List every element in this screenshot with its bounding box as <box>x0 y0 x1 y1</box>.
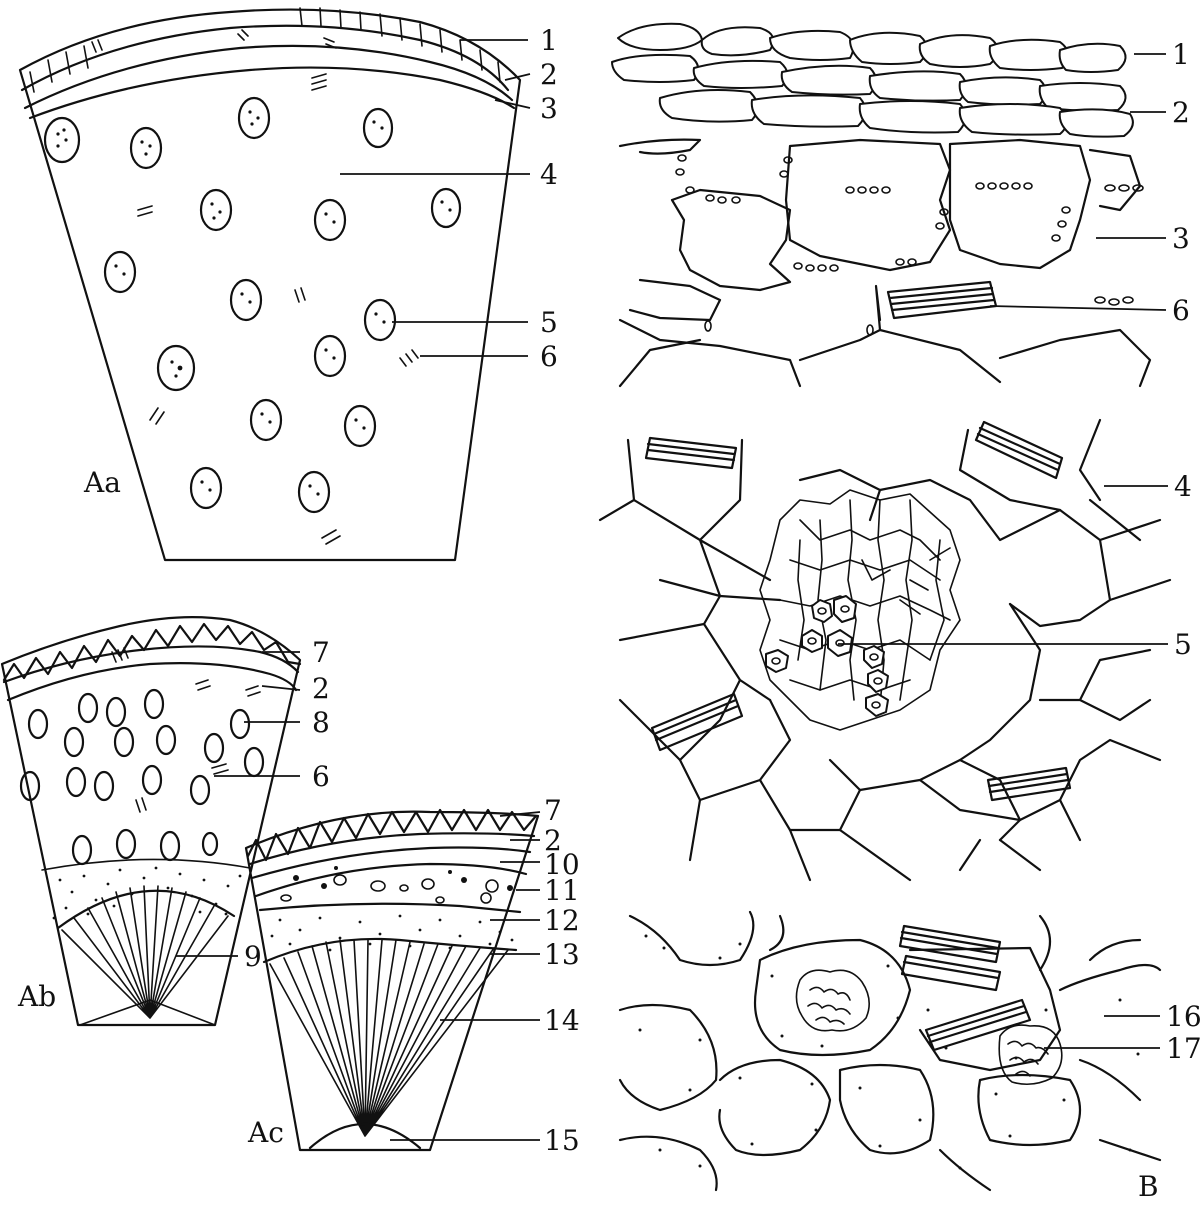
ab-leaders <box>176 651 301 957</box>
ab-cork-inner <box>2 645 300 684</box>
ac-callout-12: 12 <box>544 904 580 937</box>
aa-callout-6: 6 <box>540 340 558 373</box>
ac-cells-11 <box>280 866 513 904</box>
ab-callouts: 7 2 8 6 9 <box>244 636 330 973</box>
panel-ac: 7 2 10 11 12 13 14 15 Ac <box>244 794 580 1157</box>
ab-callout-9: 9 <box>244 940 262 973</box>
aa-crystal-marks <box>91 29 419 545</box>
ac-cork-zigzag <box>246 808 538 862</box>
ab-panel-label: Ab <box>17 980 56 1013</box>
ac-callout-7: 7 <box>544 794 562 827</box>
ac-phloem-stipple <box>270 914 514 952</box>
ac-callout-10: 10 <box>544 848 580 881</box>
b-callout-2: 2 <box>1172 96 1190 129</box>
aa-callout-2: 2 <box>540 58 558 91</box>
ab-callout-7: 7 <box>312 636 330 669</box>
b-parenchyma-walls <box>598 418 1172 882</box>
aa-cork-layer <box>20 24 510 92</box>
b-callout-3: 3 <box>1172 222 1190 255</box>
ac-layer-10 <box>254 862 528 898</box>
aa-vascular-bundles <box>43 96 462 514</box>
b-callout-5: 5 <box>1174 628 1192 661</box>
b-middle-leaders <box>838 485 1168 645</box>
ac-callout-14: 14 <box>544 1004 580 1037</box>
ab-layer-2 <box>6 662 298 702</box>
b-crystal-6 <box>886 280 998 320</box>
ac-layer-2 <box>250 846 532 880</box>
ab-callout-8: 8 <box>312 706 330 739</box>
aa-cork-hatch <box>29 7 501 93</box>
b-top-leaders <box>989 53 1167 311</box>
b-starch-masses <box>795 969 1063 1086</box>
ac-callout-11: 11 <box>544 874 580 907</box>
panel-b-middle: 4 5 <box>598 418 1192 882</box>
ab-cambium-zone <box>41 858 251 871</box>
aa-panel-label: Aa <box>83 466 121 499</box>
b-callout-1: 1 <box>1172 38 1190 71</box>
aa-callouts: 1 2 3 4 5 6 <box>540 24 558 373</box>
panel-b-bottom: 16 17 B <box>618 910 1200 1203</box>
panel-aa: 1 2 3 4 5 6 Aa <box>18 7 558 562</box>
ac-callout-2: 2 <box>544 824 562 857</box>
ac-leaders <box>390 811 541 1141</box>
ab-callout-6: 6 <box>312 760 330 793</box>
ab-wedge-outline <box>0 615 302 1027</box>
ac-xylem-rays <box>269 939 509 1137</box>
aa-layer-3 <box>28 66 516 120</box>
aa-bundle-stipple <box>56 110 452 496</box>
aa-leaders <box>340 39 531 357</box>
aa-callout-3: 3 <box>540 92 558 125</box>
ac-pith-15 <box>308 1122 422 1150</box>
aa-layer-2 <box>23 44 514 110</box>
ac-callout-15: 15 <box>544 1124 580 1157</box>
b-wall-stipple <box>638 934 1140 1170</box>
b-cortex-walls <box>618 138 1152 388</box>
ac-callouts: 7 2 10 11 12 13 14 15 <box>544 794 580 1157</box>
ab-cork-zigzag <box>2 622 302 682</box>
b-sieve-cells <box>765 595 889 717</box>
ac-cork-inner <box>248 832 536 866</box>
ac-callout-13: 13 <box>544 938 580 971</box>
ab-callout-2: 2 <box>312 672 330 705</box>
b-top-callouts: 1 2 3 6 <box>1172 38 1190 327</box>
b-cork-cells <box>611 22 1134 138</box>
b-callout-16: 16 <box>1166 1000 1200 1033</box>
b-callout-17: 17 <box>1166 1032 1200 1065</box>
b-callout-4: 4 <box>1174 470 1192 503</box>
ab-xylem-rays <box>61 885 229 1026</box>
b-callout-6: 6 <box>1172 294 1190 327</box>
b-crystals-bottom <box>898 924 1032 1052</box>
ab-stipple <box>52 866 242 920</box>
b-pit-dots <box>675 154 1144 336</box>
ab-vascular-bundles <box>19 688 265 866</box>
b-crystals-middle <box>644 420 1072 802</box>
b-bundle-cells <box>759 489 961 731</box>
b-bottom-leaders <box>1044 1015 1160 1049</box>
ac-panel-label: Ac <box>247 1116 284 1149</box>
b-bottom-callouts: 16 17 <box>1166 1000 1200 1065</box>
ac-layer-12 <box>258 902 522 914</box>
ab-crystal-marks <box>111 647 261 813</box>
aa-callout-5: 5 <box>540 306 558 339</box>
aa-callout-1: 1 <box>540 24 558 57</box>
ab-xylem-arch <box>56 889 236 930</box>
b-middle-callouts: 4 5 <box>1174 470 1192 661</box>
panel-ab: 7 2 8 6 9 Ab <box>0 615 330 1027</box>
panel-b-top: 1 2 3 6 <box>611 22 1190 388</box>
aa-callout-4: 4 <box>540 158 558 191</box>
ac-wedge-outline <box>244 810 540 1152</box>
b-panel-label: B <box>1138 1170 1159 1203</box>
b-starch-cell-walls <box>618 910 1162 1192</box>
